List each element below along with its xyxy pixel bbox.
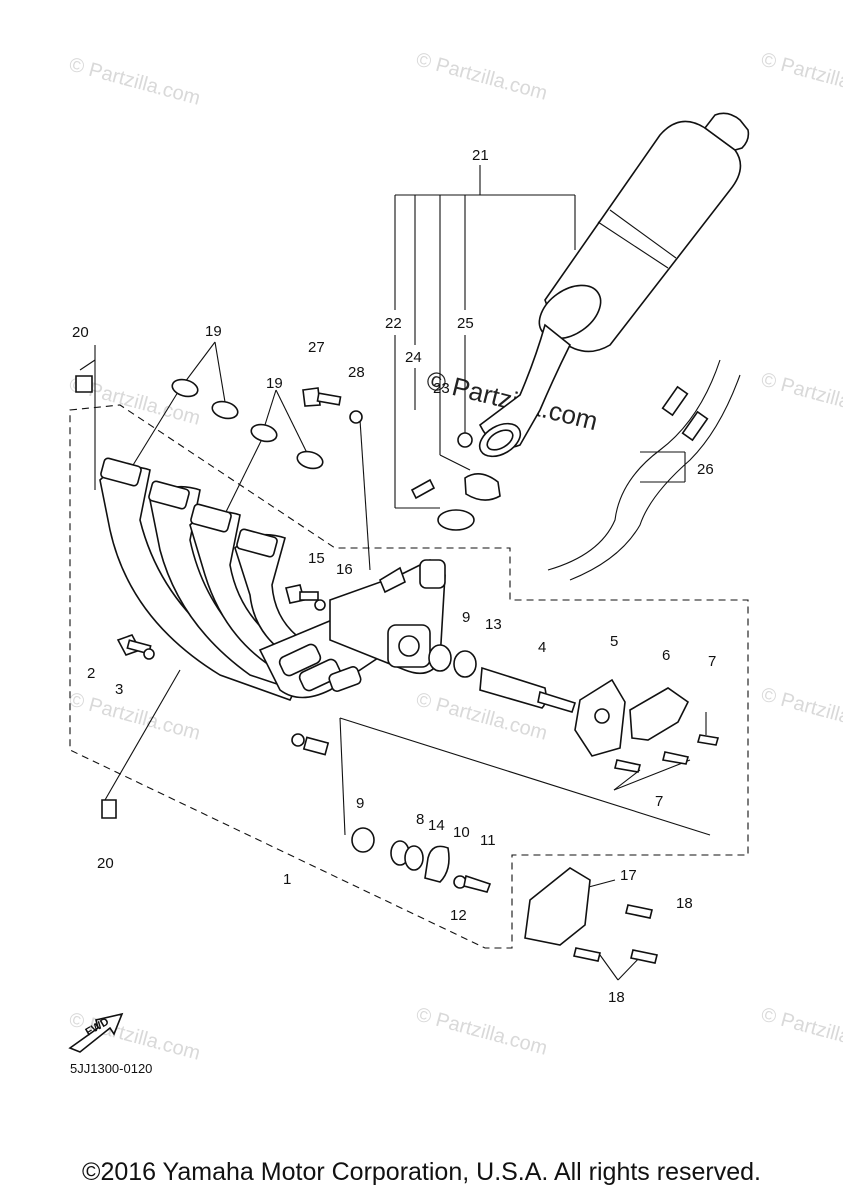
watermark: © Partzilla.com [414,49,550,105]
callout-15: 15 [308,550,325,567]
fasteners [75,375,363,819]
joint-parts [410,432,501,531]
callout-7-top: 7 [708,653,716,670]
watermark: © Partzilla.com [759,1004,843,1060]
callout-25: 25 [457,315,474,332]
nut-25 [457,432,473,448]
cable-assembly [547,359,741,581]
diagram-code: 5JJ1300-0120 [70,1061,152,1076]
gaskets [171,378,324,470]
callout-labels: 1 2 3 4 5 6 7 7 8 9 9 10 11 12 13 14 15 … [72,147,716,1006]
callout-21: 21 [472,147,489,164]
callout-18-bottom: 18 [608,989,625,1006]
valve-shaft-parts [428,644,720,773]
watermark: © Partzilla.com [67,689,203,745]
callout-2: 2 [87,665,95,682]
muffler [478,112,750,458]
callout-12: 12 [450,907,467,924]
callout-16: 16 [336,561,353,578]
callout-10: 10 [453,824,470,841]
callout-22: 22 [385,315,402,332]
callout-23: 23 [433,380,450,397]
callout-26: 26 [697,461,714,478]
watermark: © Partzilla.com [414,1004,550,1060]
callout-6: 6 [662,647,670,664]
callout-28: 28 [348,364,365,381]
callout-17: 17 [620,867,637,884]
copyright-notice: ©2016 Yamaha Motor Corporation, U.S.A. A… [82,1158,761,1186]
callout-19-right: 19 [266,375,283,392]
callout-9-bottom: 9 [356,795,364,812]
watermark: © Partzilla.com [759,684,843,740]
cover-parts [524,867,658,964]
callout-4: 4 [538,639,546,656]
callout-1: 1 [283,871,291,888]
clamp-23 [464,473,501,501]
callout-9-top: 9 [462,609,470,626]
callout-19-left: 19 [205,323,222,340]
valve-housing [329,559,446,675]
callout-14: 14 [428,817,445,834]
callout-8: 8 [416,811,424,828]
bolt-24 [410,478,436,500]
callout-18-right: 18 [676,895,693,912]
callout-11: 11 [480,832,496,849]
leader-lines [79,165,711,981]
watermark: © Partzilla.com [67,54,203,110]
callout-27: 27 [308,339,325,356]
watermark: © Partzilla.com [759,49,843,105]
callout-5: 5 [610,633,618,650]
pulley-parts [351,827,492,893]
watermark: © Partzilla.com [759,369,843,425]
callout-13: 13 [485,616,502,633]
exhaust-assembly-outline [69,404,749,949]
callout-20-top: 20 [72,324,89,341]
gasket-22 [437,509,475,531]
callout-24: 24 [405,349,422,366]
callout-7-bottom: 7 [655,793,663,810]
callout-3: 3 [115,681,123,698]
callout-20-bottom: 20 [97,855,114,872]
header-pipes [99,457,395,701]
